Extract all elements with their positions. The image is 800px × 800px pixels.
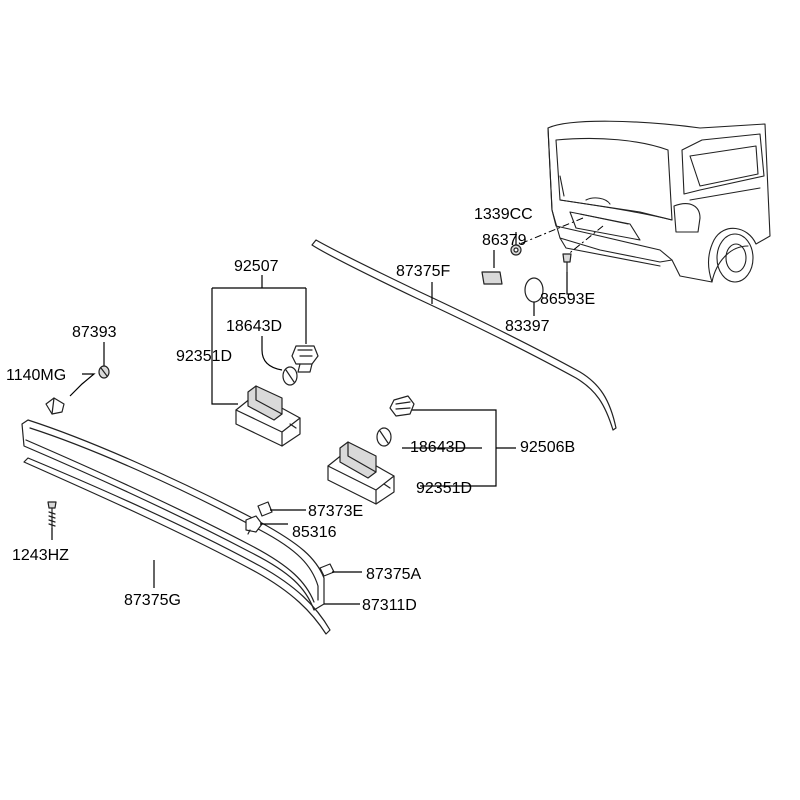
- screw-1243hz: [47, 501, 57, 529]
- clip-1140mg: [45, 397, 65, 415]
- leader-vehicle-1339cc: [514, 217, 584, 247]
- label-87393: 87393: [72, 324, 117, 341]
- label-1243hz: 1243HZ: [12, 547, 69, 564]
- garnish-inner-edge-lower: [25, 439, 315, 603]
- bracket-92507: [211, 275, 307, 405]
- lamp-housing-right: [327, 441, 395, 505]
- label-18643d-right: 18643D: [410, 439, 466, 456]
- clip-87373e: [257, 501, 273, 517]
- label-83397: 83397: [505, 318, 550, 335]
- moulding-87375g: [23, 457, 331, 635]
- label-86593e: 86593E: [540, 291, 595, 308]
- garnish-87311d: [21, 419, 325, 611]
- bulb-right: [376, 427, 392, 447]
- lamp-housing-upper: [235, 385, 301, 447]
- label-92351d-top: 92351D: [176, 348, 232, 365]
- clip-87393: [98, 365, 110, 379]
- label-86379: 86379: [482, 232, 527, 249]
- leader-86593e: [566, 272, 572, 295]
- trim-strip-87375f: [311, 239, 617, 431]
- label-92506b: 92506B: [520, 439, 575, 456]
- vehicle-rear-illustration: [547, 120, 771, 283]
- clip-85316: [245, 515, 263, 535]
- garnish-inner-edge: [29, 427, 319, 601]
- bulb-socket-right: [389, 395, 415, 417]
- bulb-socket-upper: [291, 345, 319, 373]
- label-85316: 85316: [292, 524, 337, 541]
- label-1339cc: 1339CC: [474, 206, 533, 223]
- bulb-upper: [282, 366, 298, 386]
- clip-86379: [481, 271, 503, 285]
- label-18643d-top: 18643D: [226, 318, 282, 335]
- label-87375a: 87375A: [366, 566, 421, 583]
- leader-1140mg: [69, 373, 96, 397]
- label-87311d: 87311D: [362, 597, 417, 614]
- label-87375g: 87375G: [124, 592, 181, 609]
- label-92351d-right: 92351D: [416, 480, 472, 497]
- leader-18643d-top: [261, 336, 283, 371]
- label-87375f: 87375F: [396, 263, 450, 280]
- label-1140mg: 1140MG: [6, 367, 66, 384]
- label-92507: 92507: [234, 258, 279, 275]
- label-87373e: 87373E: [308, 503, 363, 520]
- bracket-92506b: [402, 409, 516, 487]
- screw-86593e: [562, 253, 572, 273]
